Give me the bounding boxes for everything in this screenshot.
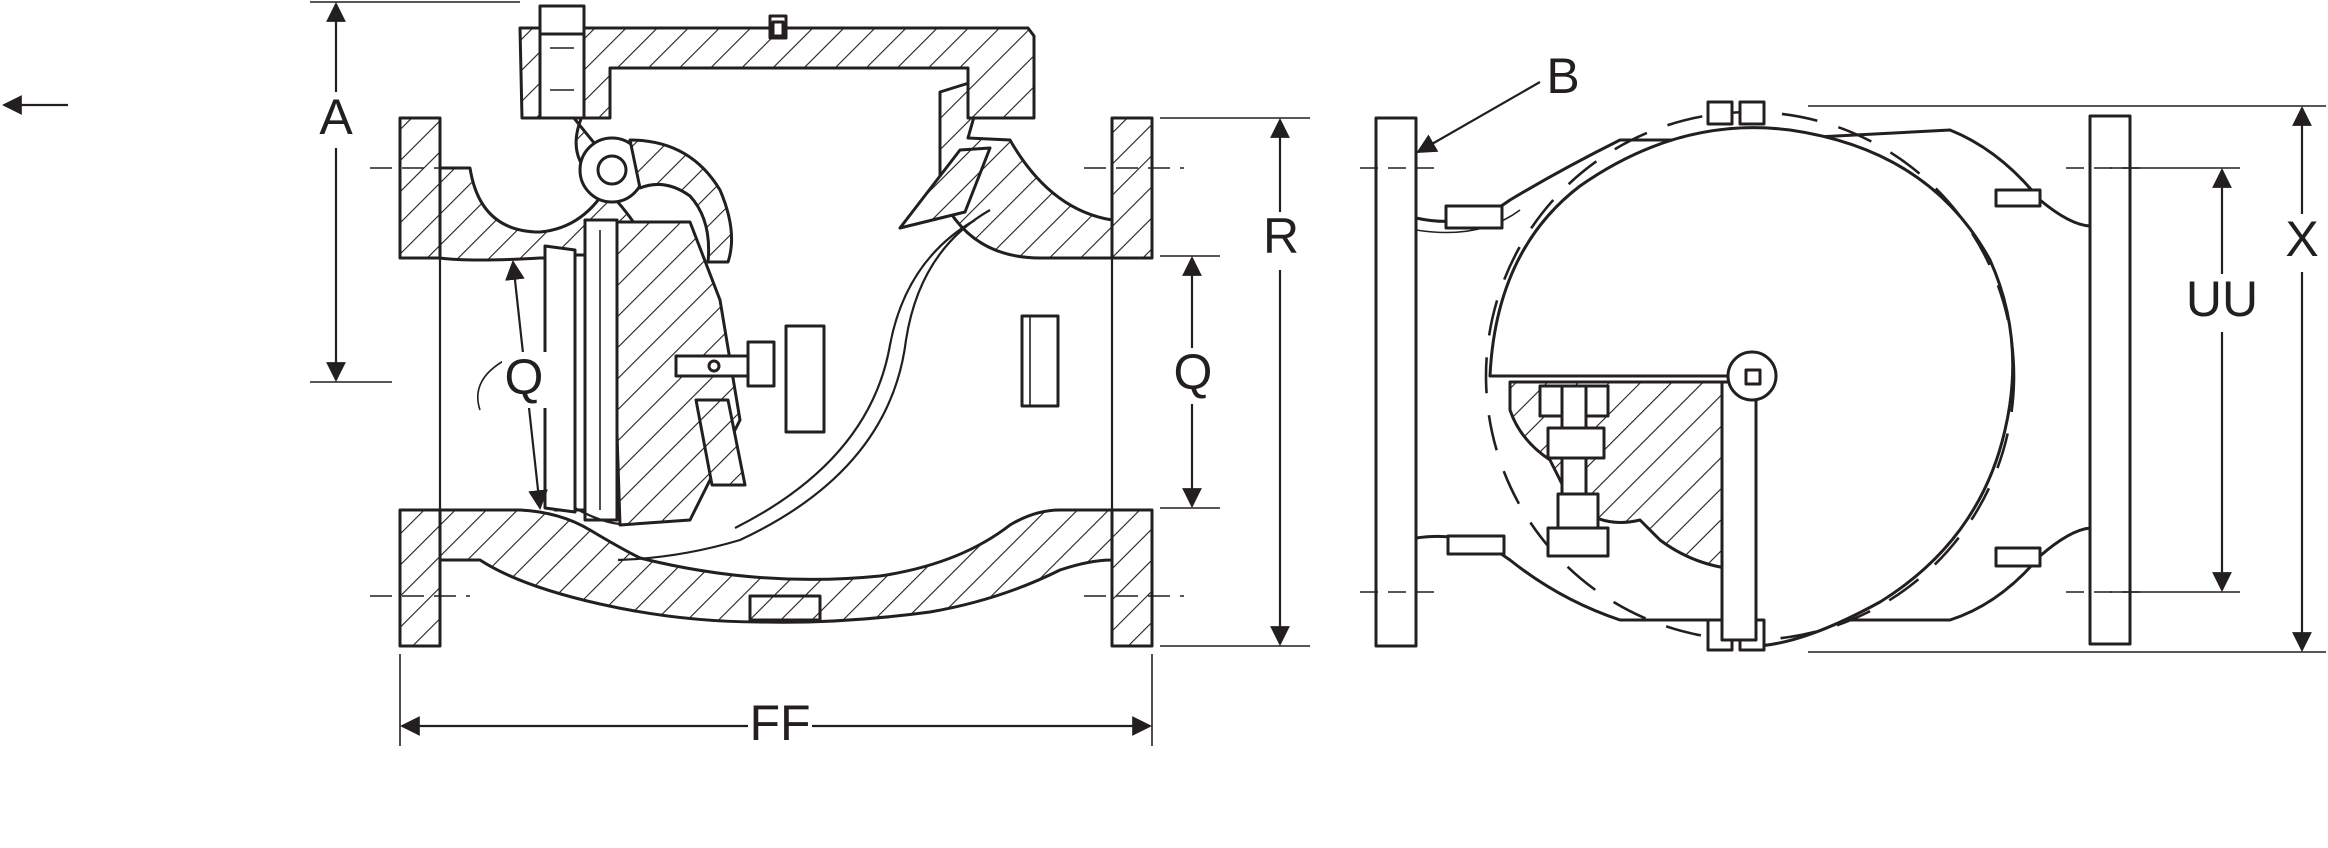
dimension-b-label: B xyxy=(1546,48,1579,104)
dimension-r: R xyxy=(1160,117,1310,647)
inlet-flange xyxy=(398,116,442,648)
end-view xyxy=(1360,100,2150,652)
flange-bolt-centerlines xyxy=(370,167,1184,597)
body-wall-lower xyxy=(438,508,1114,624)
dimension-q-inlet: Q xyxy=(502,260,548,510)
dimension-b: B xyxy=(1416,48,1580,153)
dimension-uu: UU xyxy=(2110,167,2258,593)
end-view-right-flange xyxy=(2088,114,2132,646)
cover xyxy=(518,4,1036,120)
dimension-q-outlet-label: Q xyxy=(1174,344,1213,400)
dimension-q-outlet: Q xyxy=(1160,255,1220,509)
end-view-cover xyxy=(1484,100,2016,652)
end-view-left-flange xyxy=(1374,116,1418,648)
side-section-view xyxy=(370,4,1184,648)
dimension-x: X xyxy=(1808,105,2326,653)
dimension-ff-label: FF xyxy=(749,695,810,751)
end-view-cutaway xyxy=(1508,350,1778,642)
body-bowl xyxy=(617,209,991,562)
dimension-r-label: R xyxy=(1263,208,1299,264)
dimension-x-label: X xyxy=(2285,211,2318,267)
dimension-q-inlet-label: Q xyxy=(505,349,544,405)
dimension-ff: FF xyxy=(399,654,1153,754)
outlet-flange xyxy=(1110,116,1154,648)
dimension-a-label: A xyxy=(319,89,353,145)
dimension-a: A xyxy=(310,1,520,383)
dimension-uu-label: UU xyxy=(2186,271,2258,327)
